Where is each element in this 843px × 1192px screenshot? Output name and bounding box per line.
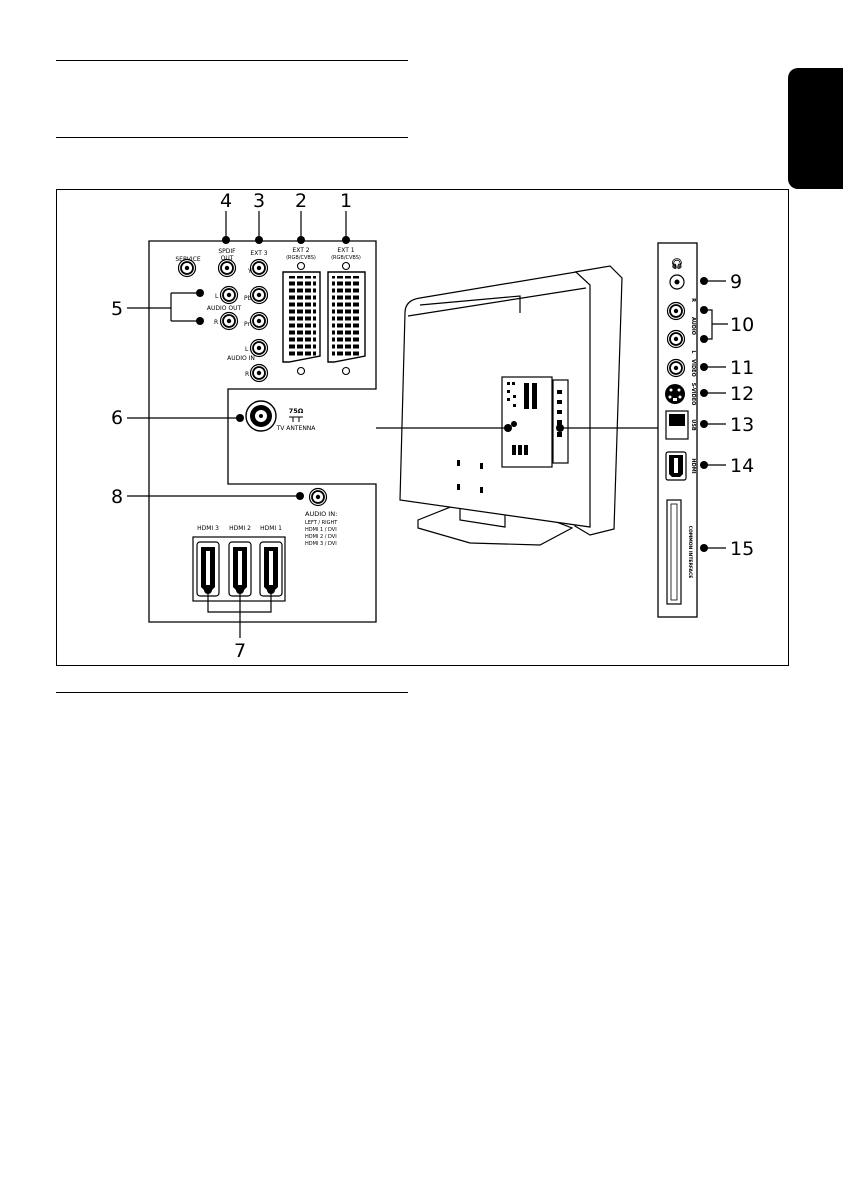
audio-in-label: AUDIO IN	[227, 355, 255, 362]
side-audio-l-label: L	[690, 350, 696, 354]
tv-antenna-connector	[246, 401, 276, 431]
callout-10: 10	[730, 314, 754, 336]
side-video-label: VIDEO	[690, 359, 696, 377]
callout-3: 3	[253, 190, 265, 212]
audio-in-r-jack	[251, 365, 268, 382]
callout-12: 12	[730, 383, 754, 405]
ext2-label: EXT 2	[292, 247, 309, 254]
callout-7: 7	[234, 640, 246, 662]
rear-connector-panel: SERVICE SPDIF OUT EXT 3 EXT 2 (RGB/CVBS)…	[149, 241, 376, 622]
headphone-icon: 🎧︎	[671, 258, 684, 270]
spdif-label: SPDIF	[218, 248, 236, 255]
ext1-scart-connector	[328, 263, 365, 375]
common-interface-label: COMMON INTERFACE	[687, 526, 693, 579]
svideo-label: S-VIDEO	[690, 383, 696, 406]
side-connector-panel: 🎧︎ AUDIO R L VIDEO S-VIDEO USB HDMI	[658, 243, 697, 617]
ext3-label: EXT 3	[250, 250, 267, 257]
ext3-y-jack	[251, 260, 268, 277]
headphone-jack	[670, 275, 684, 289]
audio-in-r-label: R	[245, 371, 249, 378]
audio-out-r-jack	[221, 313, 238, 330]
pb-label: Pb	[244, 295, 252, 302]
ext3-pb-jack	[251, 287, 268, 304]
usb-label: USB	[690, 419, 696, 431]
audio-out-l-label: L	[215, 293, 219, 300]
audio-in-dvi-jack	[310, 489, 327, 506]
callout-2: 2	[295, 190, 307, 212]
callout-5: 5	[111, 298, 123, 320]
audio-in-dvi-line1: LEFT / RIGHT	[305, 520, 338, 526]
audio-in-dvi-label: AUDIO IN:	[305, 510, 337, 518]
callout-1: 1	[340, 190, 352, 212]
callout-15: 15	[730, 538, 754, 560]
callout-13: 13	[730, 414, 754, 436]
hdmi1-label: HDMI 1	[260, 525, 282, 532]
side-hdmi-label: HDMI	[690, 458, 696, 473]
audio-out-label: AUDIO OUT	[207, 305, 242, 312]
tv-rear-illustration	[400, 266, 622, 545]
audio-out-r-label: R	[214, 319, 218, 326]
callout-14: 14	[730, 455, 754, 477]
audio-in-dvi-line3: HDMI 2 / DVI	[305, 534, 337, 540]
service-jack	[179, 260, 196, 277]
spdif-out-jack	[219, 260, 236, 277]
callout-8: 8	[111, 486, 123, 508]
callout-4: 4	[220, 190, 232, 212]
ext3-pr-jack	[251, 313, 268, 330]
ext1-label: EXT 1	[337, 247, 354, 254]
pr-label: Pr	[244, 321, 251, 328]
audio-in-dvi-line4: HDMI 3 / DVI	[305, 541, 337, 547]
hdmi2-label: HDMI 2	[229, 525, 251, 532]
hdmi3-label: HDMI 3	[197, 525, 219, 532]
side-audio-l-jack	[668, 331, 685, 348]
callout-9: 9	[730, 271, 742, 293]
ext2-sub-label: (RGB/CVBS)	[286, 255, 316, 261]
side-callouts: 9 10 11 12 13 14 15	[700, 271, 754, 560]
side-audio-r-jack	[668, 303, 685, 320]
common-interface-slot	[667, 500, 681, 604]
audio-out-l-jack	[221, 287, 238, 304]
audio-in-dvi-line2: HDMI 1 / DVI	[305, 527, 337, 533]
audio-in-l-jack	[251, 340, 268, 357]
svideo-jack	[665, 384, 685, 404]
usb-port	[666, 411, 688, 439]
side-audio-label: AUDIO	[690, 317, 696, 335]
antenna-label: TV ANTENNA	[276, 425, 317, 432]
callout-11: 11	[730, 357, 754, 379]
ext2-scart-connector	[283, 263, 320, 375]
side-audio-r-label: R	[690, 298, 696, 302]
y-label: Y	[247, 268, 252, 275]
side-hdmi-port	[666, 452, 686, 480]
callout-6: 6	[111, 407, 123, 429]
side-video-jack	[668, 360, 685, 377]
ext1-sub-label: (RGB/CVBS)	[331, 255, 361, 261]
audio-in-l-label: L	[245, 346, 249, 353]
antenna-ohm-label: 75Ω	[289, 407, 304, 415]
